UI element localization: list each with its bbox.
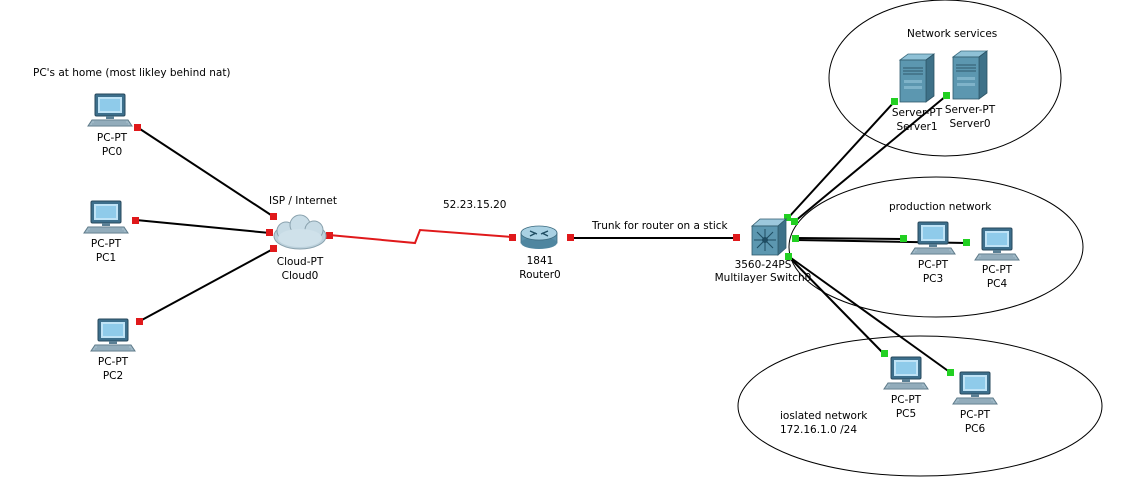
port-router0-fa [567,234,574,241]
device-model-label: PC-PT [97,132,128,144]
device-name-label: Server0 [949,118,990,130]
port-switch0-server0 [791,218,798,225]
production-network-area [788,176,1084,318]
device-switch0[interactable]: 3560-24PS Multilayer Switch0 [715,218,812,284]
device-pc6[interactable]: PC-PT PC6 [952,371,998,435]
port-cloud0-pc2 [270,245,277,252]
device-name-label: PC0 [102,146,122,158]
device-name-label: PC6 [965,423,986,435]
device-name-label: PC2 [103,370,123,382]
port-pc4 [963,239,970,246]
device-model-label: PC-PT [891,394,922,406]
note-trunk[interactable]: Trunk for router on a stick [591,220,729,232]
port-switch0-pc5 [785,253,792,260]
device-name-label: Server1 [896,121,937,133]
links [135,95,967,374]
port-router0-serial [509,234,516,241]
device-name-label: PC5 [896,408,916,420]
device-pc1[interactable]: PC-PT PC1 [83,200,129,264]
device-pc0[interactable]: PC-PT PC0 [87,93,133,158]
device-model-label: Server-PT [892,107,943,119]
port-server1 [891,98,898,105]
device-name-label: PC4 [987,278,1008,290]
device-model-label: PC-PT [91,238,122,250]
port-cloud0-pc1 [266,229,273,236]
pc-icon [87,93,133,127]
device-server1[interactable]: Server-PT Server1 [892,53,943,133]
note-network-services[interactable]: Network services [907,28,997,40]
pc-icon [974,227,1020,261]
device-name-label: Multilayer Switch0 [715,272,812,284]
isolated-network-area [737,335,1103,477]
port-switch0-router [733,234,740,241]
port-pc3 [900,235,907,242]
pc-icon [910,221,956,255]
device-pc5[interactable]: PC-PT PC5 [883,356,929,420]
note-serial-ip[interactable]: 52.23.15.20 [443,199,506,211]
port-pc2 [136,318,143,325]
note-production-network[interactable]: production network [889,201,992,213]
port-cloud0-pc0 [270,213,277,220]
port-cloud0-serial [326,232,333,239]
link-pc2-cloud0[interactable] [139,248,274,322]
device-name-label: Router0 [519,269,560,281]
device-model-label: 3560-24PS [735,259,792,271]
note-isolated-network[interactable]: ioslated network [780,410,868,422]
link-switch0-server1[interactable] [787,100,896,219]
port-pc0 [134,124,141,131]
port-pc5 [881,350,888,357]
device-cloud0[interactable]: Cloud-PT Cloud0 [273,214,327,282]
device-model-label: PC-PT [98,356,129,368]
port-pc6 [947,369,954,376]
device-model-label: Server-PT [945,104,996,116]
multilayer-switch-icon [750,218,788,256]
device-name-label: PC1 [96,252,116,264]
link-cloud0-router0-serial[interactable] [328,228,513,245]
port-switch0-pc3 [792,235,799,242]
link-pc1-cloud0[interactable] [135,219,271,234]
link-pc0-cloud0[interactable] [136,126,275,218]
device-model-label: 1841 [527,255,554,267]
pc-icon [883,356,929,390]
link-switch0-pc5[interactable] [788,256,885,355]
server-icon [952,50,988,100]
device-model-label: PC-PT [982,264,1013,276]
device-name-label: Cloud0 [282,270,319,282]
device-model-label: Cloud-PT [277,256,324,268]
device-pc4[interactable]: PC-PT PC4 [974,227,1020,290]
port-switch0-server1 [784,214,791,221]
port-pc1 [132,217,139,224]
device-server0[interactable]: Server-PT Server0 [945,50,996,130]
cloud-icon [273,214,327,250]
device-name-label: PC3 [923,273,943,285]
link-switch0-server0[interactable] [793,95,947,223]
device-pc3[interactable]: PC-PT PC3 [910,221,956,285]
note-isp[interactable]: ISP / Internet [269,195,337,207]
port-markers [132,92,970,376]
link-switch0-pc6[interactable] [790,257,952,374]
network-services-area [828,0,1062,157]
port-server0 [943,92,950,99]
router-icon [520,225,558,249]
device-router0[interactable]: 1841 Router0 [519,225,561,281]
device-pc2[interactable]: PC-PT PC2 [90,318,136,382]
device-model-label: PC-PT [960,409,991,421]
pc-icon [952,371,998,405]
device-model-label: PC-PT [918,259,949,271]
server-icon [899,53,935,103]
pc-icon [83,200,129,234]
pc-icon [90,318,136,352]
note-isolated-subnet[interactable]: 172.16.1.0 /24 [780,424,857,436]
link-switch0-pc3[interactable] [795,237,904,240]
note-home-pcs[interactable]: PC's at home (most likley behind nat) [33,67,231,79]
